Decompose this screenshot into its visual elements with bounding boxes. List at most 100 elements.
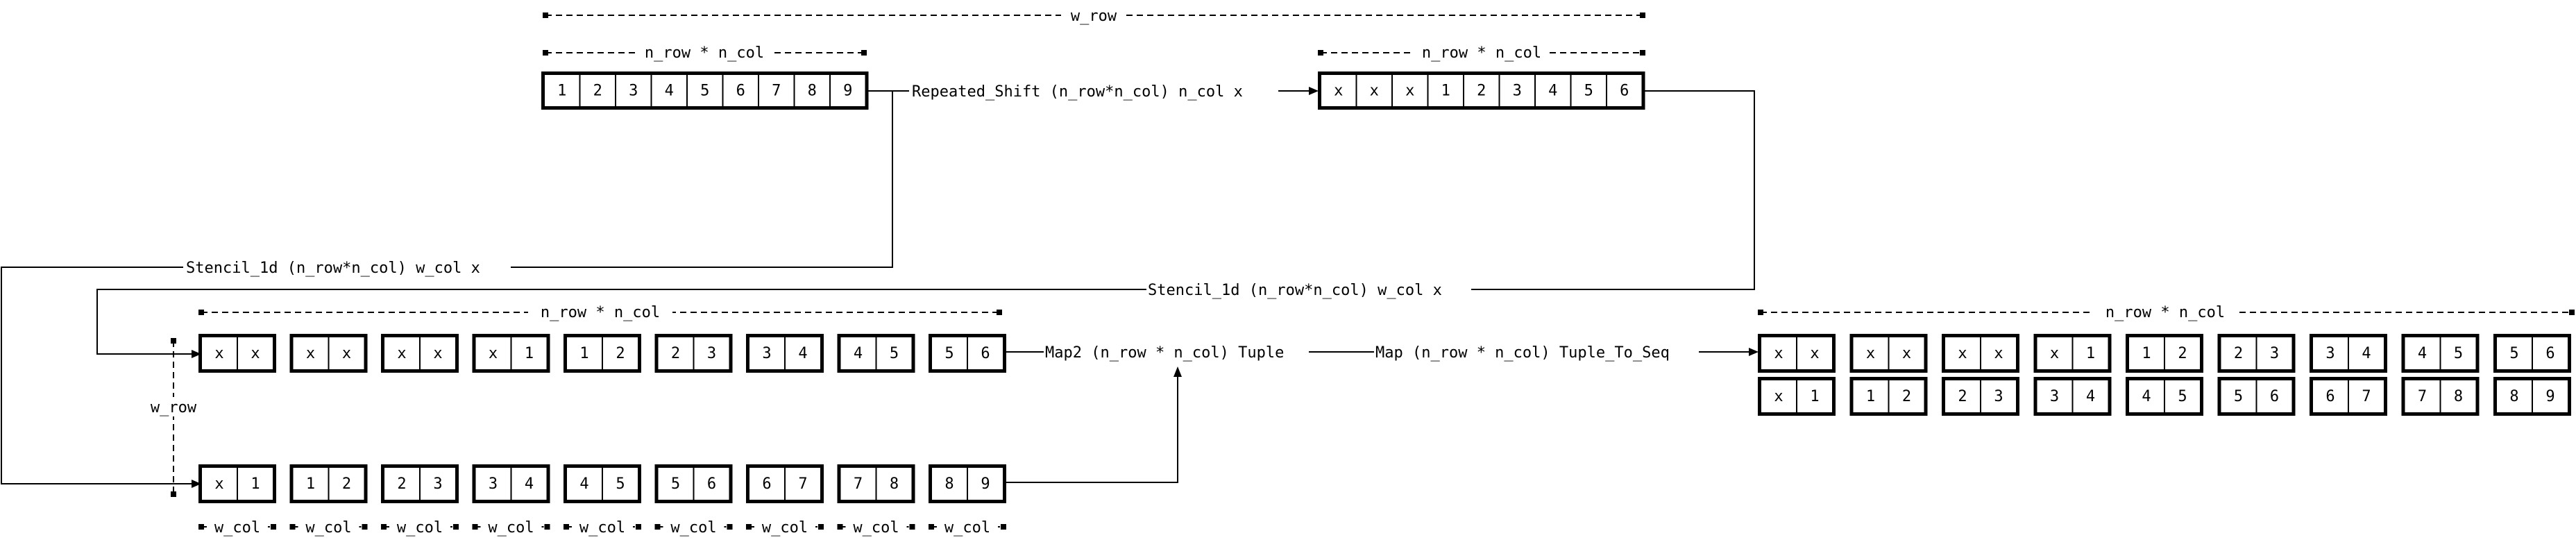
output-cell: x: [2035, 336, 2074, 371]
cell-value: 8: [944, 475, 954, 493]
cell-value: x: [1774, 345, 1783, 362]
cell-value: 2: [342, 475, 351, 493]
output-cell: 1: [2071, 336, 2110, 371]
cell-value: 3: [762, 345, 771, 362]
shifted-cell: 3: [1498, 74, 1536, 108]
cell-value: 5: [671, 475, 680, 493]
cell-value: 5: [2509, 345, 2518, 362]
cell-value: x: [342, 345, 351, 362]
cell-value: 5: [2178, 388, 2187, 405]
output-cell: 4: [2071, 379, 2110, 414]
output-dim-annotation: n_row * n_col: [1758, 303, 2575, 321]
cell-value: 1: [1866, 388, 1875, 405]
cell-value: x: [306, 345, 315, 362]
output-cell: 4: [2348, 336, 2385, 371]
cell-value: x: [251, 345, 260, 362]
cell-value: x: [1866, 345, 1875, 362]
output-cell: 5: [2496, 336, 2533, 371]
shifted-cell: x: [1355, 74, 1393, 108]
cell-value: 2: [671, 345, 680, 362]
window-cell: 1: [510, 336, 548, 371]
output-cell: 8: [2496, 379, 2533, 414]
cell-value: x: [433, 345, 442, 362]
input-cell: 3: [615, 74, 652, 108]
w-col-dim: w_col: [837, 518, 915, 537]
output-cell: x: [1760, 336, 1797, 371]
cell-value: 1: [1810, 388, 1819, 405]
cell-value: 4: [2086, 388, 2095, 405]
input-cell: 9: [829, 74, 867, 108]
window-cell: 2: [602, 336, 639, 371]
cell-value: 4: [2418, 345, 2427, 362]
window-cell: 2: [328, 466, 366, 501]
window-cell: 3: [474, 466, 512, 501]
cell-value: 3: [1513, 83, 1522, 100]
cell-value: 2: [1902, 388, 1911, 405]
cell-value: 9: [843, 83, 852, 100]
input-cell: 6: [722, 74, 759, 108]
w-col-label: w_col: [397, 519, 443, 537]
window-cell: 4: [839, 336, 877, 371]
cell-value: 6: [1620, 83, 1629, 100]
upper-windows-dim-annotation: n_row * n_col: [198, 303, 1002, 321]
output-cell: 5: [2219, 379, 2257, 414]
output-cell: 3: [2312, 336, 2349, 371]
cell-value: 6: [707, 475, 716, 493]
cell-value: 1: [251, 475, 260, 493]
input-dim-label: n_row * n_col: [645, 44, 764, 62]
input-cell: 8: [793, 74, 831, 108]
w-col-dim: w_col: [472, 518, 550, 537]
window-cell: 2: [656, 336, 695, 371]
cell-value: 2: [1958, 388, 1967, 405]
cell-value: 1: [525, 345, 534, 362]
input-cell: 2: [579, 74, 616, 108]
w-row-side-label: w_row: [151, 399, 197, 416]
window-cell: x: [201, 336, 238, 371]
output-cell: 3: [1980, 379, 2017, 414]
output-cell: x: [1944, 336, 1981, 371]
output-cell: 1: [1796, 379, 1833, 414]
window-cell: 2: [383, 466, 421, 501]
output-cell: x: [1980, 336, 2017, 371]
map2-edges: Map2 (n_row * n_col) Tuple: [1003, 344, 1284, 483]
cell-value: 6: [2325, 388, 2334, 405]
cell-value: 1: [1441, 83, 1450, 100]
cell-value: 4: [1548, 83, 1557, 100]
cell-value: 8: [890, 475, 899, 493]
shifted-cell: 2: [1463, 74, 1500, 108]
cell-value: 1: [2086, 345, 2095, 362]
cell-value: 2: [616, 345, 625, 362]
window-cell: x: [419, 336, 457, 371]
shifted-cell: x: [1320, 74, 1357, 108]
window-cell: 1: [566, 336, 603, 371]
output-cell: x: [1888, 336, 1926, 371]
map-label: Map (n_row * n_col) Tuple_To_Seq: [1375, 344, 1670, 362]
cell-value: x: [2050, 345, 2059, 362]
shifted-cell: 1: [1427, 74, 1464, 108]
w-col-label: w_col: [853, 519, 899, 537]
input-cell: 7: [758, 74, 795, 108]
cell-value: 2: [593, 83, 602, 100]
cell-value: 6: [2545, 345, 2554, 362]
output-cell: x: [1852, 336, 1890, 371]
cell-value: 1: [557, 83, 566, 100]
window-cell: 3: [693, 336, 731, 371]
cell-value: 4: [525, 475, 534, 493]
w-col-label: w_col: [944, 519, 990, 537]
window-cell: 5: [602, 466, 639, 501]
cell-value: 5: [1584, 83, 1593, 100]
output-cell: x: [1760, 379, 1797, 414]
cell-value: 7: [772, 83, 781, 100]
window-cell: 6: [967, 336, 1004, 371]
